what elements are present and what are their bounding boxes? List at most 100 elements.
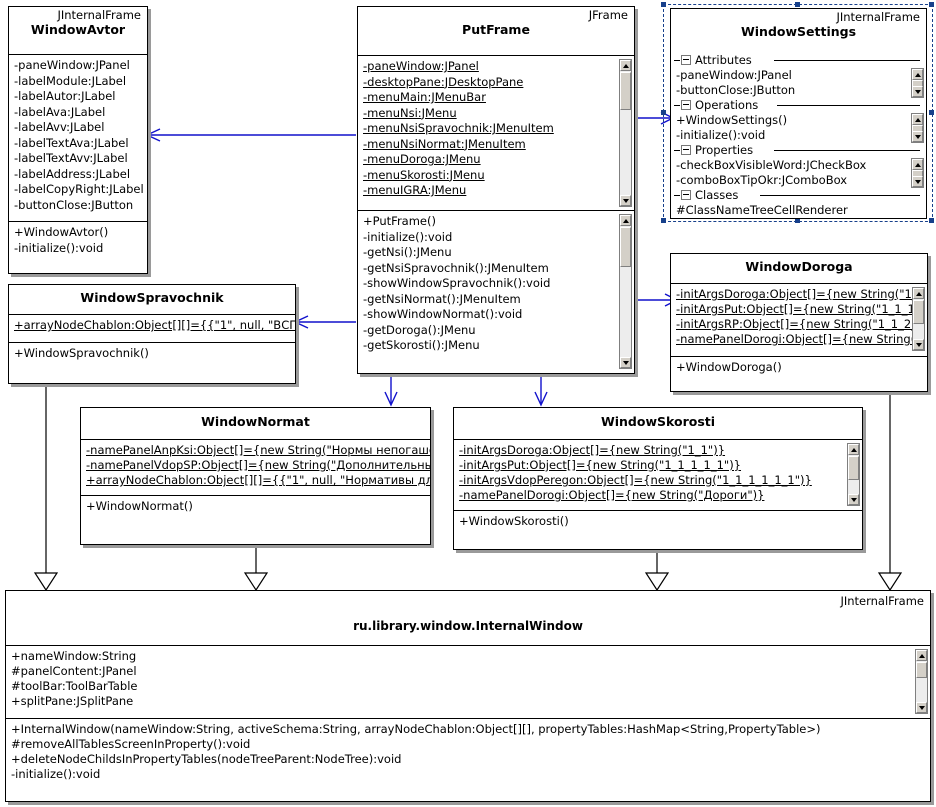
group-header-classes[interactable]: Classes (674, 188, 920, 203)
attributes-scrollbar[interactable] (915, 649, 928, 714)
class-window-avtor[interactable]: JInternalFrame WindowAvtor -paneWindow:J… (8, 6, 148, 274)
scroll-down-button[interactable] (848, 494, 859, 505)
operations-compartment: +WindowNormat() (81, 496, 430, 544)
operation-row: -getDoroga():JMenu (363, 322, 476, 337)
scroll-down-button[interactable] (916, 702, 927, 713)
class-window-skorosti[interactable]: WindowSkorosti -initArgsDoroga:Object[]=… (453, 407, 863, 550)
attribute-row: -namePanelDorogi:Object[]={new String(" (676, 332, 921, 346)
attribute-row: -namePanelVdopSP:Object[]={new String("Д… (86, 458, 430, 472)
class-window-settings[interactable]: JInternalFrame WindowSettings Attributes… (670, 8, 927, 219)
selection-handle[interactable] (661, 2, 666, 7)
operation-row: -initialize():void (676, 128, 766, 142)
scroll-down-button[interactable] (912, 131, 923, 142)
attribute-row: -labelAva:JLabel (14, 104, 106, 119)
class-put-frame[interactable]: JFrame PutFrame -paneWindow:JPanel -desk… (357, 6, 635, 374)
selection-handle[interactable] (929, 110, 934, 115)
property-row: -checkBoxVisibleWord:JCheckBox (676, 158, 867, 172)
attributes-scrollbar[interactable] (912, 287, 925, 351)
class-name: ru.library.window.InternalWindow (353, 619, 583, 633)
generalization-windowspravochnik-internalwindow (33, 384, 59, 592)
collapse-toggle-icon[interactable] (681, 190, 691, 200)
tree-dash (674, 105, 680, 106)
operations-scrollbar[interactable] (619, 214, 632, 369)
scrollbar-thumb[interactable] (620, 72, 631, 110)
attribute-row: -initArgsDoroga:Object[]={new String("1_ (676, 287, 918, 301)
tree-dash (674, 150, 680, 151)
class-name: PutFrame (462, 22, 530, 37)
scroll-down-button[interactable] (620, 195, 631, 206)
group-header-operations[interactable]: Operations (674, 98, 920, 113)
operations-compartment: +WindowDoroga() (671, 357, 927, 391)
operation-row: +deleteNodeChildsInPropertyTables(nodeTr… (11, 752, 402, 766)
class-stereotype: JInternalFrame (836, 10, 920, 24)
attribute-row: -namePanelAnpKsi:Object[]={new String("Н… (86, 443, 430, 457)
class-window-normat[interactable]: WindowNormat -namePanelAnpKsi:Object[]={… (80, 407, 431, 545)
operation-row: +InternalWindow(nameWindow:String, activ… (11, 722, 821, 736)
collapse-toggle-icon[interactable] (681, 145, 691, 155)
scroll-up-button[interactable] (848, 444, 859, 455)
scroll-up-button[interactable] (620, 215, 631, 226)
operation-row: -getNsiNormat():JMenuItem (363, 291, 521, 306)
selection-handle[interactable] (661, 110, 666, 115)
selection-handle[interactable] (929, 2, 934, 7)
operation-row: +PutFrame() (363, 214, 436, 228)
attribute-row: +arrayNodeChablon:Object[][]={{"1", null… (86, 473, 430, 487)
attribute-row: #toolBar:ToolBarTable (11, 679, 138, 693)
collapse-toggle-icon[interactable] (681, 100, 691, 110)
scroll-up-button[interactable] (912, 69, 923, 80)
selection-handle[interactable] (795, 2, 800, 7)
attributes-compartment: -paneWindow:JPanel -labelModule:JLabel -… (9, 55, 147, 222)
selection-handle[interactable] (661, 218, 666, 223)
scrollbar-thumb[interactable] (916, 662, 927, 678)
class-window-doroga[interactable]: WindowDoroga -initArgsDoroga:Object[]={n… (670, 253, 928, 392)
class-header: WindowNormat (81, 408, 430, 440)
class-name: WindowAvtor (30, 22, 126, 37)
class-window-spravochnik[interactable]: WindowSpravochnik +arrayNodeChablon:Obje… (8, 284, 296, 384)
attributes-scrollbar[interactable] (911, 68, 924, 98)
group-header-attributes[interactable]: Attributes (674, 53, 920, 68)
scroll-down-button[interactable] (912, 86, 923, 97)
operation-row: +WindowSpravochnik() (14, 346, 149, 360)
scrollbar-thumb[interactable] (848, 456, 859, 480)
selection-handle[interactable] (795, 218, 800, 223)
class-name: WindowSpravochnik (80, 290, 224, 305)
attribute-row: -labelCopyRight:JLabel (14, 182, 144, 196)
attribute-row: -paneWindow:JPanel (676, 68, 792, 82)
class-internal-window[interactable]: JInternalFrame ru.library.window.Interna… (5, 590, 931, 802)
attributes-scrollbar[interactable] (847, 443, 860, 506)
scroll-up-button[interactable] (912, 114, 923, 125)
attribute-row: +splitPane:JSplitPane (11, 694, 134, 708)
attribute-row: +nameWindow:String (11, 649, 137, 663)
attribute-row: -initArgsVdopPeregon:Object[]={new Strin… (459, 473, 812, 487)
class-header: WindowDoroga (671, 254, 927, 284)
attributes-scrollbar[interactable] (619, 59, 632, 207)
operation-row: +WindowSettings() (676, 113, 788, 127)
attribute-row: -labelAddress:JLabel (14, 166, 131, 181)
operation-row: #removeAllTablesScreenInProperty():void (11, 737, 251, 751)
class-header: WindowSkorosti (454, 408, 862, 440)
scroll-down-button[interactable] (913, 339, 924, 350)
scroll-down-button[interactable] (620, 357, 631, 368)
scrollbar-thumb[interactable] (620, 227, 631, 267)
attribute-row: -menuNsiNormat:JMenuItem (363, 136, 526, 151)
scroll-down-button[interactable] (912, 176, 923, 187)
scroll-up-button[interactable] (912, 159, 923, 170)
group-header-properties[interactable]: Properties (674, 143, 920, 158)
dependency-putframe-windownormat (384, 374, 398, 407)
scrollbar-thumb[interactable] (913, 300, 924, 324)
scroll-up-button[interactable] (916, 650, 927, 661)
collapse-toggle-icon[interactable] (681, 55, 691, 65)
selection-handle[interactable] (929, 218, 934, 223)
operations-scrollbar[interactable] (911, 113, 924, 143)
dependency-putframe-windowskorosti (534, 374, 548, 407)
class-header: JInternalFrame WindowSettings (671, 9, 926, 53)
properties-scrollbar[interactable] (911, 158, 924, 188)
class-name: WindowSettings (740, 24, 857, 39)
attribute-row: -menuSkorosti:JMenu (363, 167, 485, 182)
tree-dash (674, 60, 680, 61)
tree-dash (777, 105, 920, 106)
scroll-up-button[interactable] (620, 60, 631, 71)
scroll-up-button[interactable] (913, 288, 924, 299)
attribute-row: -menuNsiSpravochnik:JMenuItem (363, 121, 554, 135)
attribute-row: -initArgsPut:Object[]={new String("1_1_1 (676, 302, 915, 316)
